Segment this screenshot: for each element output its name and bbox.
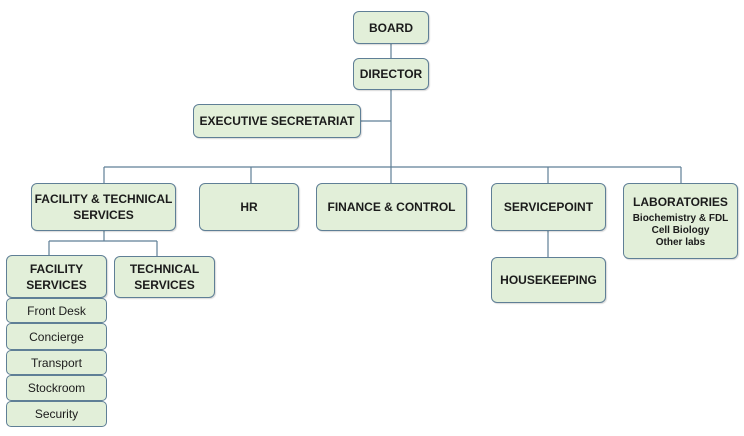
servicepoint-box: SERVICEPOINT (491, 183, 606, 231)
facility-technical-line1: FACILITY & TECHNICAL (34, 192, 173, 206)
laboratories-label: LABORATORIES (633, 194, 728, 209)
facility-services-box: FACILITY SERVICES (6, 255, 107, 298)
facility-item-label: Stockroom (27, 381, 86, 395)
finance-control-box: FINANCE & CONTROL (316, 183, 467, 231)
housekeeping-box: HOUSEKEEPING (491, 257, 606, 303)
board-box: BOARD (353, 11, 429, 44)
technical-services-line1: TECHNICAL (129, 262, 200, 276)
hr-label: HR (240, 200, 258, 214)
board-label: BOARD (369, 20, 413, 35)
facility-item-concierge: Concierge (6, 323, 107, 350)
technical-services-box: TECHNICAL SERVICES (114, 256, 215, 298)
director-label: DIRECTOR (359, 67, 423, 81)
executive-secretariat-label: EXECUTIVE SECRETARIAT (199, 114, 355, 128)
lab-unit-other: Other labs (655, 236, 706, 248)
facility-item-label: Security (34, 407, 79, 421)
facility-item-label: Concierge (29, 329, 84, 344)
lab-unit-cell-biology: Cell Biology (651, 224, 710, 236)
facility-item-label: Transport (31, 355, 82, 370)
facility-item-security: Security (6, 401, 107, 427)
lab-unit-biochemistry: Biochemistry & FDL (632, 212, 729, 224)
facility-services-line1: FACILITY (29, 261, 84, 276)
facility-technical-line2: SERVICES (73, 208, 134, 222)
facility-technical-services-box: FACILITY & TECHNICAL SERVICES (31, 183, 176, 231)
hr-box: HR (199, 183, 299, 231)
laboratories-box: LABORATORIES Biochemistry & FDL Cell Bio… (623, 183, 738, 259)
facility-services-line2: SERVICES (26, 277, 87, 292)
housekeeping-label: HOUSEKEEPING (500, 273, 597, 287)
facility-item-label: Front Desk (27, 303, 86, 318)
executive-secretariat-box: EXECUTIVE SECRETARIAT (193, 104, 361, 138)
finance-control-label: FINANCE & CONTROL (327, 200, 456, 214)
facility-item-front-desk: Front Desk (6, 298, 107, 323)
technical-services-line2: SERVICES (134, 278, 195, 292)
director-box: DIRECTOR (353, 58, 429, 90)
facility-item-stockroom: Stockroom (6, 375, 107, 401)
servicepoint-label: SERVICEPOINT (503, 200, 594, 214)
facility-item-transport: Transport (6, 350, 107, 375)
